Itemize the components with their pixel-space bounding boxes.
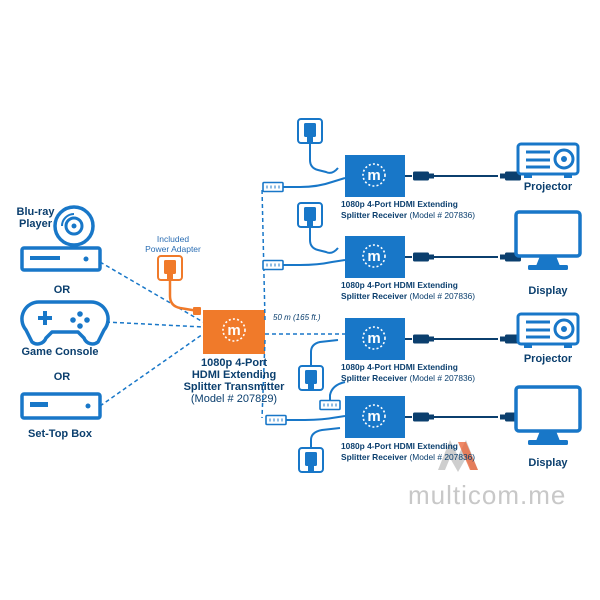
game-controller-icon — [20, 300, 110, 346]
game-console-label: Game Console — [21, 346, 99, 358]
transmitter-label: 1080p 4-Port HDMI Extending Splitter Tra… — [174, 357, 294, 405]
power-adapter-icon — [157, 255, 201, 315]
receiver-sub-3: Splitter Receiver — [341, 373, 408, 383]
blu-ray-player-icon — [20, 246, 102, 272]
receiver-label-4: 1080p 4-Port HDMI Extending Splitter Rec… — [341, 441, 475, 463]
receiver-1 — [262, 118, 521, 197]
set-top-box-icon — [20, 392, 102, 420]
receiver-title-2: 1080p 4-Port HDMI Extending — [341, 280, 458, 290]
receiver-4 — [265, 396, 521, 473]
output-label-4: Display — [528, 457, 568, 469]
projector-icon-2 — [516, 312, 580, 350]
receiver-title-4: 1080p 4-Port HDMI Extending — [341, 441, 458, 451]
receiver-sub-4: Splitter Receiver — [341, 452, 408, 462]
receiver-sub-1: Splitter Receiver — [341, 210, 408, 220]
bluray-label: Blu-ray Player — [16, 206, 55, 230]
or-label-2: OR — [53, 371, 71, 383]
receiver-label-3: 1080p 4-Port HDMI Extending Splitter Rec… — [341, 362, 475, 384]
set-top-box-label: Set-Top Box — [28, 428, 92, 440]
transmitter-line-2: HDMI Extending — [191, 369, 277, 381]
transmitter-line-1: 1080p 4-Port — [200, 357, 268, 369]
receiver-model-3: (Model # 207836) — [409, 373, 476, 383]
power-adapter-label: Included Power Adapter — [145, 234, 201, 254]
source-connection-lines — [99, 261, 204, 407]
transmitter-model: (Model # 207829) — [190, 393, 278, 405]
transmitter-to-receiver-lines — [261, 187, 266, 419]
display-icon-1 — [514, 210, 582, 272]
projector-icon-1 — [516, 142, 580, 180]
receiver-3 — [298, 318, 521, 411]
distance-label: 50 m (165 ft.) — [273, 313, 321, 322]
output-label-3: Projector — [523, 353, 573, 365]
output-label-1: Projector — [523, 181, 573, 193]
or-label-1: OR — [53, 284, 71, 296]
receiver-title-3: 1080p 4-Port HDMI Extending — [341, 362, 458, 372]
receiver-sub-2: Splitter Receiver — [341, 291, 408, 301]
output-label-2: Display — [528, 285, 568, 297]
blu-ray-disc-icon — [53, 205, 95, 247]
display-icon-2 — [514, 385, 582, 447]
watermark-text: multicom.me — [408, 480, 567, 510]
receiver-2 — [262, 202, 521, 278]
receiver-model-1: (Model # 207836) — [409, 210, 476, 220]
receiver-model-2: (Model # 207836) — [409, 291, 476, 301]
receiver-label-1: 1080p 4-Port HDMI Extending Splitter Rec… — [341, 199, 475, 221]
transmitter-line-3: Splitter Transmitter — [183, 381, 285, 393]
watermark-logo-icon — [438, 440, 478, 472]
receiver-title-1: 1080p 4-Port HDMI Extending — [341, 199, 458, 209]
transmitter-box — [203, 310, 265, 354]
receiver-model-4: (Model # 207836) — [409, 452, 476, 462]
receiver-label-2: 1080p 4-Port HDMI Extending Splitter Rec… — [341, 280, 475, 302]
